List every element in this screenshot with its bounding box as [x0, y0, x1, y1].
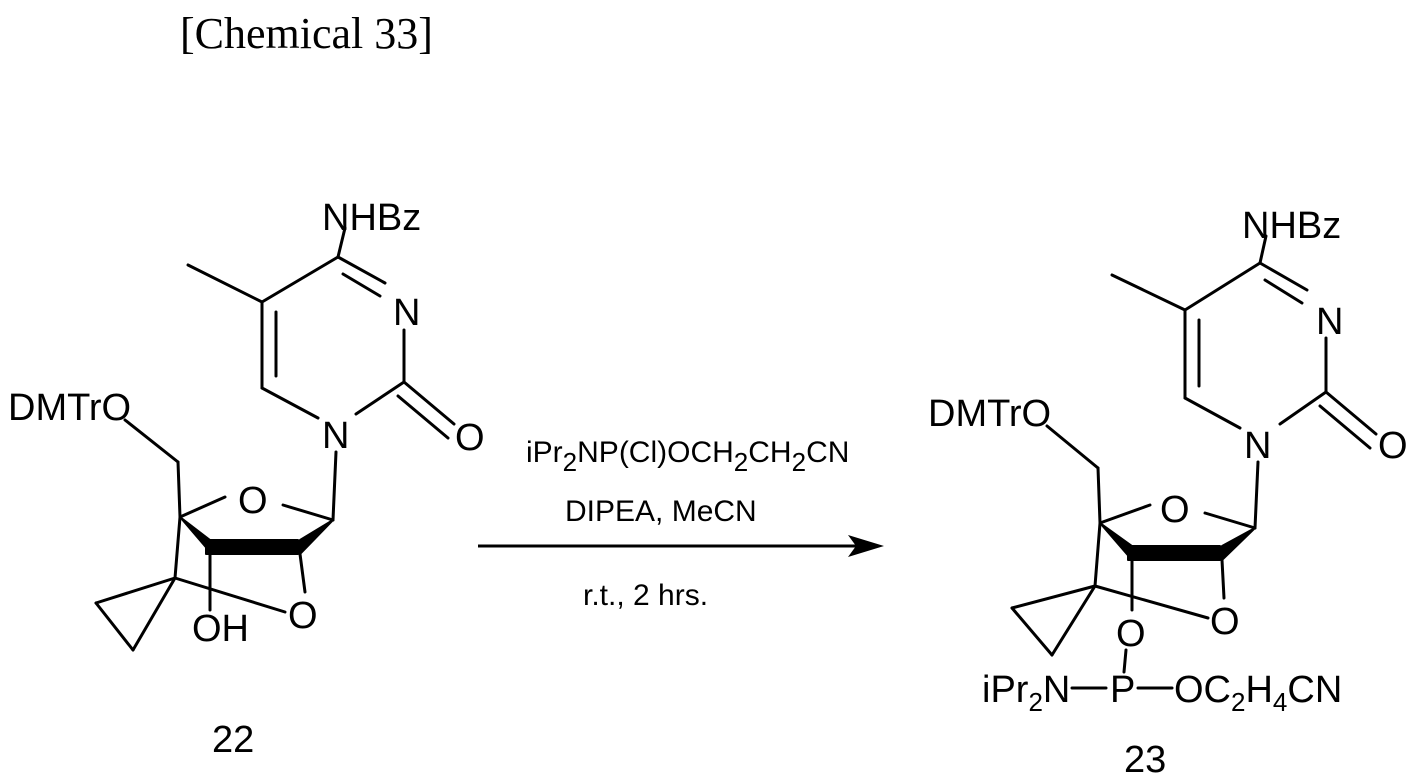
bond: [180, 497, 225, 517]
bond: [398, 396, 448, 438]
bond: [1095, 523, 1100, 586]
bond: [1112, 275, 1185, 310]
phosphorus-label: P: [1110, 669, 1135, 711]
amine-n: N: [1043, 669, 1070, 711]
bond: [1260, 263, 1307, 290]
reagent-part: CH: [748, 436, 791, 469]
reagent-part: NP(Cl)OCH: [577, 436, 734, 469]
bond: [404, 382, 454, 424]
time-label: r.t., 2 hrs.: [583, 579, 708, 612]
reagent-label: iPr2NP(Cl)OCH2CH2CN: [526, 436, 849, 477]
wedge-bond: [1222, 528, 1255, 560]
base-solvent-label: DIPEA, MeCN: [565, 495, 757, 528]
diisopropylamino-label: iPr2N: [982, 669, 1070, 717]
bond: [1185, 398, 1240, 428]
phosphite-o-label: O: [1116, 613, 1146, 655]
bond: [1280, 392, 1326, 424]
bond: [175, 578, 285, 612]
nhbz-label: NHBz: [322, 197, 421, 239]
amine-subscript: 2: [1028, 687, 1042, 717]
reagent-subscript: 2: [563, 447, 577, 477]
reagent-part: CN: [806, 436, 849, 469]
bond: [300, 554, 305, 592]
bond: [1047, 426, 1098, 468]
bond: [1100, 505, 1150, 523]
ring-n-label: N: [1316, 301, 1343, 343]
glycosidic-n-label: N: [1244, 425, 1271, 467]
dmtro-label: DMTrO: [928, 393, 1051, 435]
bond: [188, 265, 262, 302]
bond: [262, 257, 338, 302]
product-structure: NHBz N O N DMTrO O O O P iPr2N OC2H4CN: [928, 205, 1408, 717]
bridge-o-label: O: [288, 595, 318, 637]
dmtro-label: DMTrO: [8, 387, 131, 429]
cyanoethoxy-label: OC2H4CN: [1174, 669, 1342, 717]
bond: [1320, 406, 1370, 448]
wedge-bond: [1128, 546, 1220, 560]
ester-subscript: 4: [1273, 687, 1287, 717]
reactant-number: 22: [212, 719, 254, 761]
bond: [356, 382, 404, 414]
product-number: 23: [1124, 739, 1166, 780]
hydroxyl-label: OH: [192, 608, 249, 650]
bond: [1095, 586, 1208, 618]
ester-part: CN: [1287, 669, 1342, 711]
bridge-o-label: O: [1210, 601, 1240, 643]
bond: [178, 462, 180, 517]
bond: [333, 452, 336, 520]
reagent-subscript: 2: [734, 447, 748, 477]
bond: [125, 420, 178, 462]
ester-part: H: [1245, 669, 1272, 711]
reagent-subscript: 2: [792, 447, 806, 477]
bond: [1205, 513, 1255, 528]
bond: [283, 505, 333, 520]
wedge-bond: [300, 520, 333, 554]
reagent-part: iPr: [526, 436, 563, 469]
bond: [1255, 462, 1258, 528]
bond: [175, 517, 180, 578]
wedge-bond: [206, 540, 298, 554]
ester-part: OC: [1174, 669, 1231, 711]
ring-n-label: N: [393, 292, 420, 334]
glycosidic-n-label: N: [322, 415, 349, 457]
reactant-structure: NHBz N O N DMTrO O O OH: [8, 197, 485, 650]
bond: [96, 603, 133, 650]
bond: [262, 388, 318, 418]
ester-subscript: 2: [1231, 687, 1245, 717]
bond: [1012, 608, 1052, 655]
bond: [1222, 560, 1224, 598]
carbonyl-o-label: O: [1378, 425, 1408, 467]
nhbz-label: NHBz: [1242, 205, 1341, 247]
bond: [338, 257, 385, 283]
bond: [1326, 392, 1376, 434]
amine-prefix: iPr: [982, 669, 1029, 711]
ring-o-label: O: [1160, 489, 1190, 531]
scheme-title: [Chemical 33]: [180, 9, 433, 58]
reaction-conditions: iPr2NP(Cl)OCH2CH2CN DIPEA, MeCN r.t., 2 …: [478, 436, 884, 612]
carbonyl-o-label: O: [455, 417, 485, 459]
bond: [1185, 263, 1260, 310]
ring-o-label: O: [238, 480, 268, 522]
bond: [1098, 468, 1100, 523]
